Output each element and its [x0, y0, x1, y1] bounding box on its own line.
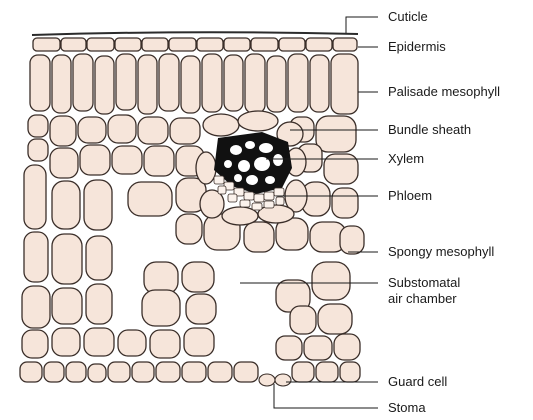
label-phloem: Phloem — [388, 188, 432, 204]
label-stoma: Stoma — [388, 400, 426, 416]
label-guard-cell: Guard cell — [388, 374, 447, 390]
label-substomatal-line1: Substomatal — [388, 275, 460, 291]
upper-epidermis — [33, 38, 357, 51]
guard-cell-left — [259, 374, 275, 386]
label-cuticle: Cuticle — [388, 9, 428, 25]
leader-stoma — [274, 384, 378, 408]
guard-cell-right — [275, 374, 291, 386]
label-bundle-sheath: Bundle sheath — [388, 122, 471, 138]
palisade-mesophyll-cells — [30, 54, 358, 114]
label-substomatal-line2: air chamber — [388, 291, 457, 307]
leader-cuticle — [346, 17, 378, 33]
mesophyll-cells-upper — [28, 115, 358, 184]
cuticle-layer — [32, 32, 358, 35]
label-xylem: Xylem — [388, 151, 424, 167]
label-epidermis: Epidermis — [388, 39, 446, 55]
label-spongy-mesophyll: Spongy mesophyll — [388, 244, 494, 260]
spongy-mesophyll-cells — [22, 165, 364, 360]
label-palisade-mesophyll: Palisade mesophyll — [388, 84, 500, 100]
